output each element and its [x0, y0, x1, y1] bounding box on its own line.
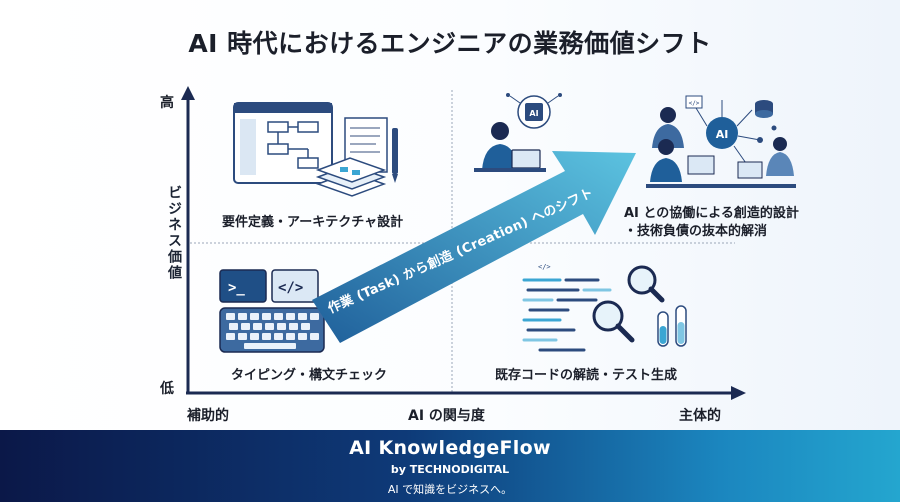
footer-band: [0, 430, 900, 502]
x-axis-title: AI の関与度: [408, 408, 485, 424]
svg-text:AI: AI: [716, 128, 729, 141]
quadrant-diagram: >_ </> AI: [181, 86, 796, 400]
svg-text:</>: </>: [278, 280, 303, 296]
brand-name: AI KnowledgeFlow: [349, 437, 551, 459]
y-axis-low-label: 低: [160, 381, 174, 397]
quadrant-top-left-label: 要件定義・アーキテクチャ設計: [222, 215, 404, 230]
terminal-keyboard-illustration: >_ </>: [219, 269, 325, 353]
y-axis-arrowhead: [181, 86, 195, 100]
svg-text:AI: AI: [529, 109, 538, 118]
page-title: AI 時代におけるエンジニアの業務価値シフト: [188, 29, 712, 58]
quadrant-top-right-label-line2: ・技術負債の抜本的解消: [624, 224, 768, 239]
brand-byline: by TECHNODIGITAL: [390, 463, 510, 476]
shift-arrow: [312, 151, 636, 343]
x-axis-arrowhead: [731, 386, 746, 400]
diagram-canvas: [0, 0, 900, 430]
x-axis-left-label: 補助的: [187, 408, 229, 424]
quadrant-top-right-label-line1: AI との協働による創造的設計: [624, 206, 799, 221]
y-axis-high-label: 高: [160, 95, 174, 111]
document-design-illustration: [233, 102, 398, 197]
svg-text:</>: </>: [689, 100, 700, 107]
code-analysis-illustration: </>: [522, 263, 687, 352]
x-axis-right-label: 主体的: [679, 408, 721, 424]
ai-team-collaboration-illustration: AI </>: [646, 95, 796, 188]
quadrant-bottom-right-label: 既存コードの解読・テスト生成: [495, 368, 678, 383]
svg-text:</>: </>: [538, 263, 551, 271]
quadrant-bottom-left-label: タイピング・構文チェック: [231, 368, 388, 383]
ai-user-laptop-illustration: AI: [474, 93, 562, 172]
y-axis-title: ビジネス価値: [166, 185, 182, 281]
svg-text:>_: >_: [228, 280, 245, 296]
brand-tagline: AI で知識をビジネスへ。: [387, 483, 513, 496]
